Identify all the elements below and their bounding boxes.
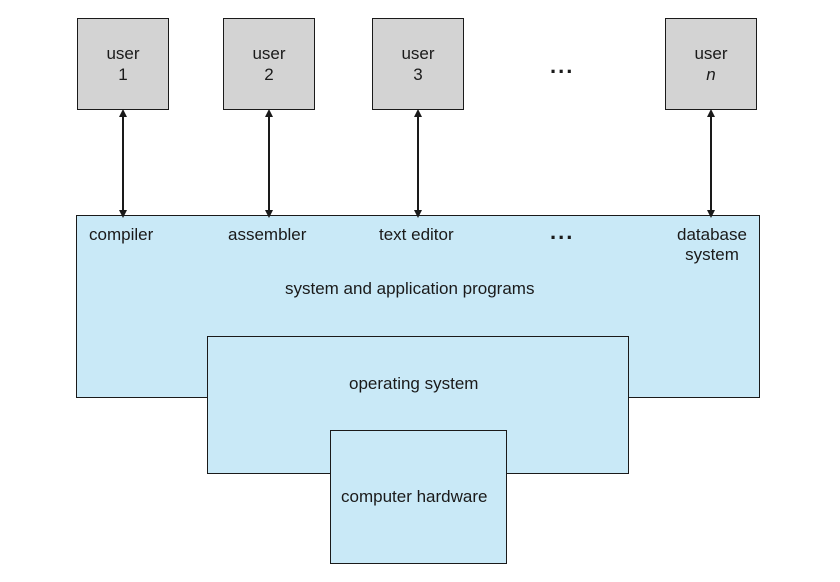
user-label: user <box>401 44 435 63</box>
user-id: 3 <box>413 65 423 84</box>
database-label-line2: system <box>685 245 739 264</box>
database-label-line1: database <box>677 225 747 244</box>
user-box-2: user 2 <box>223 18 315 110</box>
user-box-n: user n <box>665 18 757 110</box>
user-id: n <box>706 65 716 84</box>
computer-hardware-label: computer hardware <box>341 487 488 506</box>
programs-ellipsis: ... <box>550 219 575 244</box>
compiler-label: compiler <box>89 225 154 244</box>
computer-hardware-layer <box>330 430 507 564</box>
user-label: user <box>252 44 286 63</box>
user-id: 2 <box>264 65 274 84</box>
user-box-3: user 3 <box>372 18 464 110</box>
assembler-label: assembler <box>228 225 307 244</box>
user-box-1: user 1 <box>77 18 169 110</box>
users-ellipsis: ... <box>550 53 575 78</box>
operating-system-label: operating system <box>349 374 479 393</box>
text-editor-label: text editor <box>379 225 454 244</box>
database-system-label: database system <box>674 225 750 265</box>
user-label: user <box>106 44 140 63</box>
user-id: 1 <box>118 65 128 84</box>
system-application-programs-label: system and application programs <box>285 279 535 298</box>
user-label: user <box>694 44 728 63</box>
